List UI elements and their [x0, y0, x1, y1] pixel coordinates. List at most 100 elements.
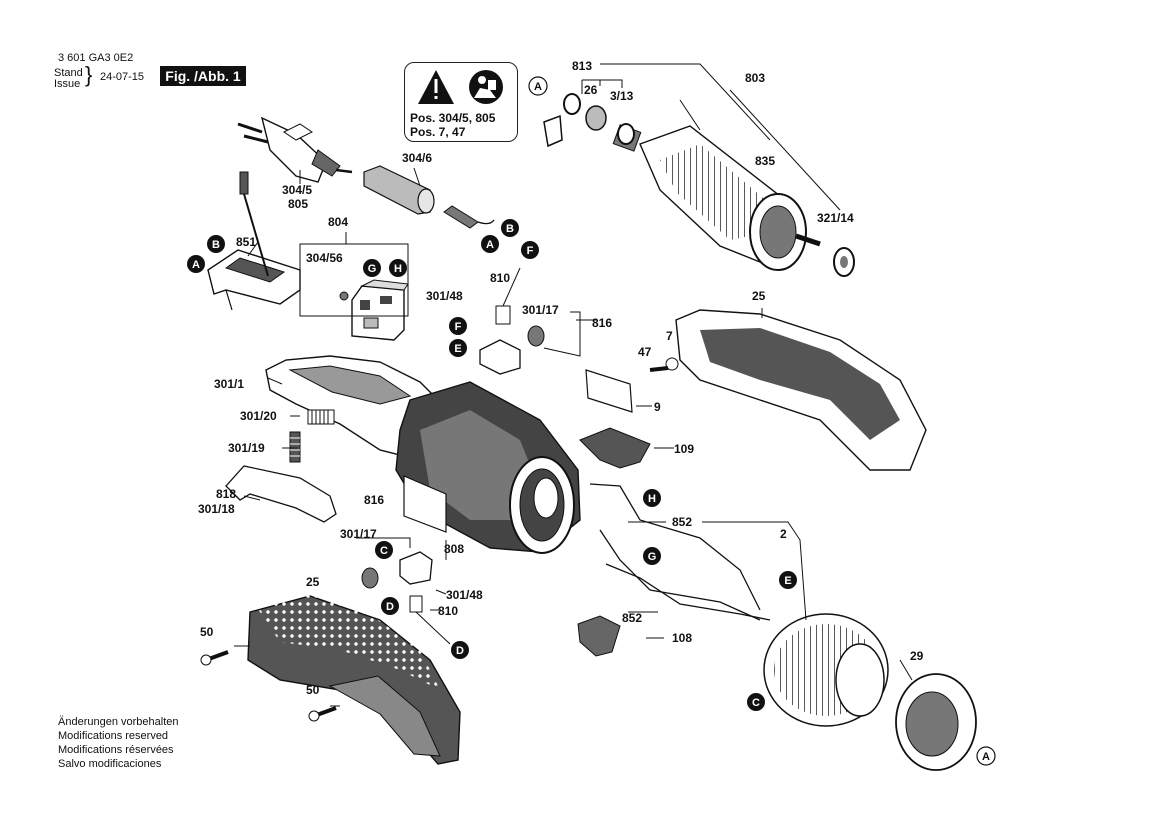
callout-301-48-top: 301/48 — [426, 289, 463, 303]
svg-text:A: A — [534, 81, 542, 93]
callout-26: 26 — [584, 83, 598, 97]
svg-text:B: B — [212, 239, 220, 251]
callout-816-bottom: 816 — [364, 493, 384, 507]
callout-803: 803 — [745, 71, 765, 85]
svg-text:A: A — [982, 751, 990, 763]
callout-810-top: 810 — [490, 271, 510, 285]
callout-301-17-bottom: 301/17 — [340, 527, 377, 541]
mains-plug-part — [237, 116, 353, 183]
callout-29: 29 — [910, 649, 924, 663]
issue-label: Issue — [54, 78, 81, 90]
wiring-harness-part — [589, 483, 771, 621]
marker-g-switch: G — [363, 259, 381, 277]
callout-301-1: 301/1 — [214, 377, 244, 391]
warning-line-1: Pos. 304/5, 805 — [410, 111, 496, 125]
callout-810-bottom: 810 — [438, 604, 458, 618]
set-screw-part — [289, 431, 301, 463]
spring-part — [307, 409, 335, 425]
warning-triangle-icon — [418, 70, 454, 104]
marker-d-wire: D — [451, 641, 469, 659]
svg-text:A: A — [192, 259, 200, 271]
svg-text:A: A — [486, 239, 494, 251]
svg-text:D: D — [456, 645, 464, 657]
marker-e-holder: E — [449, 339, 467, 357]
callout-808: 808 — [444, 542, 464, 556]
stand-label: Stand — [54, 67, 83, 79]
svg-text:E: E — [454, 343, 461, 355]
callout-816-top: 816 — [592, 316, 612, 330]
air-ring-part — [895, 673, 977, 771]
callout-818: 818 — [216, 487, 236, 501]
callout-301-17-top: 301/17 — [522, 303, 559, 317]
warning-box — [404, 62, 518, 142]
footer-line-de: Änderungen vorbehalten — [58, 716, 179, 728]
callout-25-bottom: 25 — [306, 575, 320, 589]
marker-e-coil: E — [779, 571, 797, 589]
marker-a-ring: A — [976, 746, 996, 766]
callout-805: 805 — [288, 197, 308, 211]
svg-text:D: D — [386, 601, 394, 613]
handle-shell-upper-part — [649, 309, 927, 471]
callout-813: 813 — [572, 59, 592, 73]
warning-line-2: Pos. 7, 47 — [410, 125, 466, 139]
callout-50-bottom: 50 — [306, 683, 320, 697]
callout-304-6: 304/6 — [402, 151, 432, 165]
svg-text:G: G — [648, 551, 657, 563]
callout-109: 109 — [674, 442, 694, 456]
callout-851: 851 — [236, 235, 256, 249]
callout-835: 835 — [755, 154, 775, 168]
callout-47: 47 — [638, 345, 652, 359]
issue-date: 24-07-15 — [100, 71, 145, 83]
marker-g-wiring: G — [643, 547, 661, 565]
cover-109-part — [579, 427, 651, 469]
handle-shell-lower-part — [247, 594, 461, 765]
callout-301-18: 301/18 — [198, 502, 235, 516]
callout-804: 804 — [328, 215, 348, 229]
marker-c-holder: C — [375, 541, 393, 559]
callout-301-19: 301/19 — [228, 441, 265, 455]
svg-text:C: C — [752, 697, 760, 709]
callout-7: 7 — [666, 329, 673, 343]
brace-icon: } — [85, 62, 93, 87]
marker-b-bracket: B — [207, 235, 225, 253]
svg-text:F: F — [455, 321, 462, 333]
insulation-plate-part — [403, 475, 447, 533]
svg-text:F: F — [527, 245, 534, 257]
bearing-parts — [543, 93, 855, 277]
cable-sleeve-part — [363, 165, 435, 215]
document-number: 3 601 GA3 0E2 — [58, 52, 134, 64]
callout-9: 9 — [654, 400, 661, 414]
cable-end-part — [443, 205, 495, 229]
callout-852-top: 852 — [672, 515, 692, 529]
read-manual-icon — [469, 70, 503, 104]
marker-f-holder: F — [449, 317, 467, 335]
callout-852-bottom: 852 — [622, 611, 642, 625]
callout-50-left: 50 — [200, 625, 214, 639]
svg-text:H: H — [648, 493, 656, 505]
callout-25-top: 25 — [752, 289, 766, 303]
switch-bracket-part — [207, 171, 301, 311]
lock-lever-part — [225, 465, 337, 523]
callout-108: 108 — [672, 631, 692, 645]
callout-2: 2 — [780, 527, 787, 541]
brush-holder-lower-part — [361, 551, 451, 645]
brush-holder-upper-part — [479, 267, 545, 375]
marker-a-bracket: A — [187, 255, 205, 273]
footer-line-fr: Modifications réservées — [58, 744, 174, 756]
callout-304-5: 304/5 — [282, 183, 312, 197]
callout-3-13: 3/13 — [610, 89, 634, 103]
leader-lines — [234, 63, 913, 707]
svg-text:C: C — [380, 545, 388, 557]
field-coil-part — [763, 613, 889, 727]
svg-text:H: H — [394, 263, 402, 275]
switch-part — [339, 279, 409, 341]
svg-text:G: G — [368, 263, 377, 275]
connector-108-part — [577, 615, 621, 657]
marker-b-cable: B — [501, 219, 519, 237]
figure-label: Fig. /Abb. 1 — [160, 66, 246, 86]
marker-h-wiring: H — [643, 489, 661, 507]
insulation-foil-part — [585, 369, 633, 413]
marker-c-coil: C — [747, 693, 765, 711]
